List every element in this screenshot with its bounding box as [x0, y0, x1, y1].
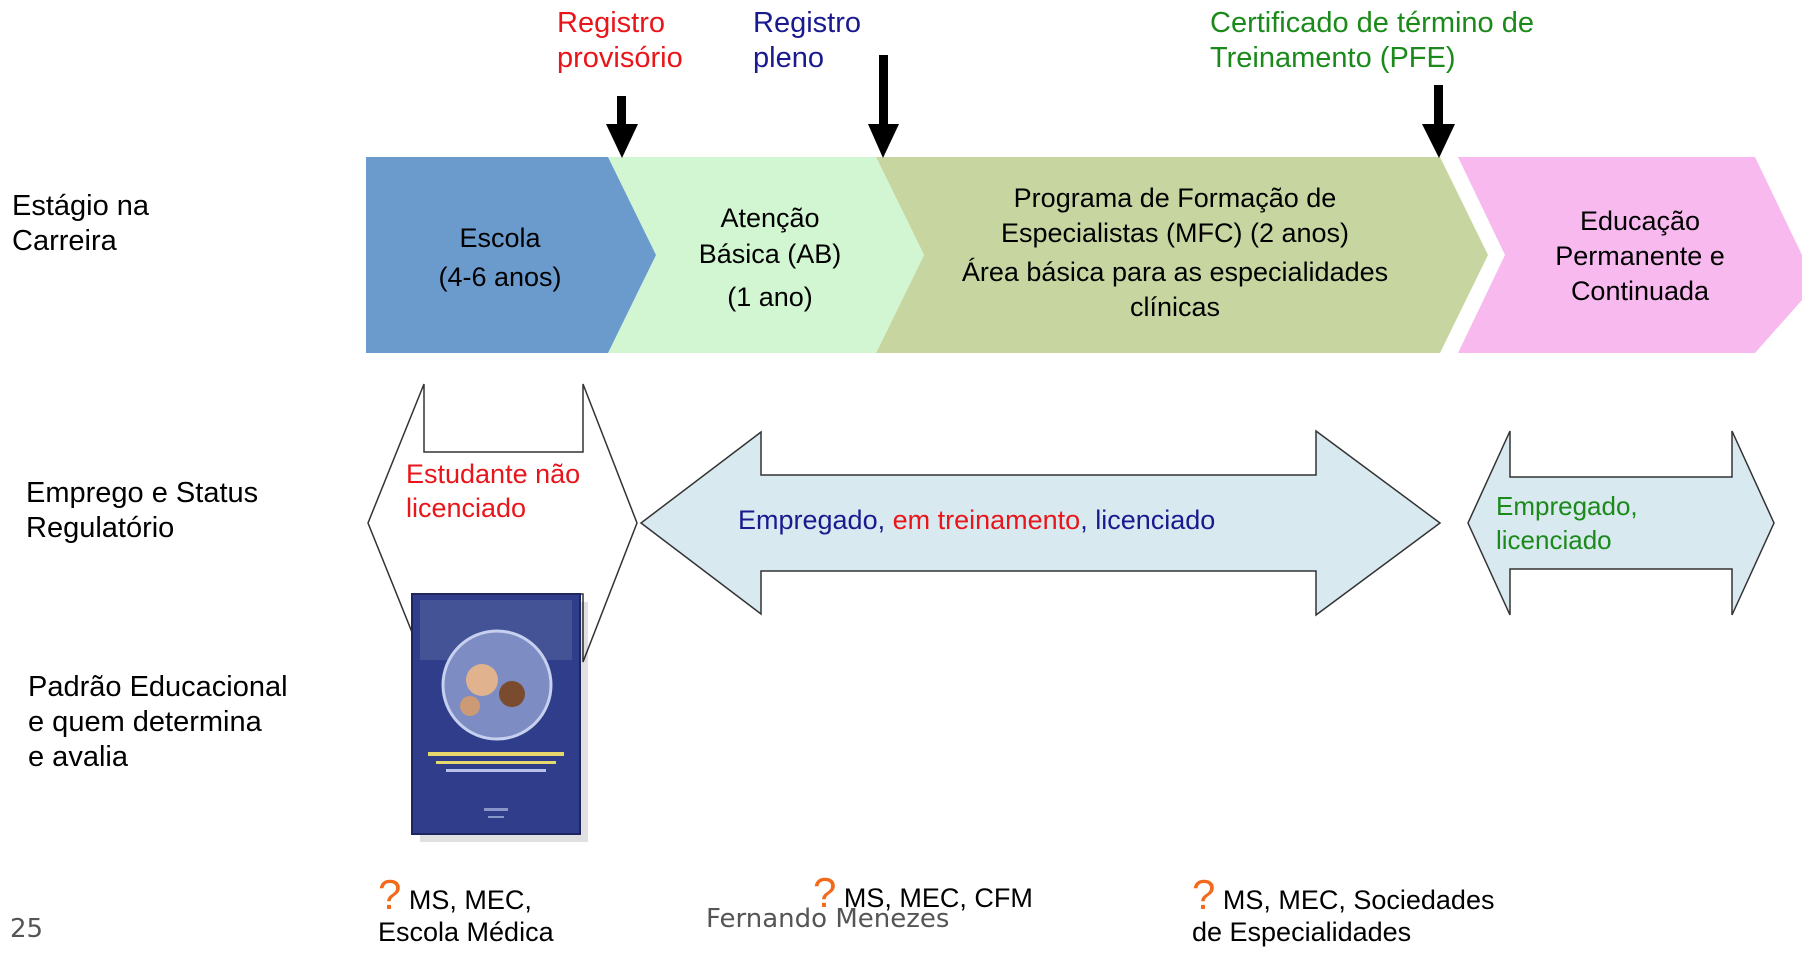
body-sociedades-line-1: MS, MEC, Sociedades — [1215, 885, 1495, 915]
question-mark-icon: ? — [1192, 871, 1216, 918]
status-estudante-label: Estudante não licenciado — [406, 458, 580, 526]
body-escola: ? MS, MEC, Escola Médica — [378, 874, 554, 949]
row-label-emprego-line-1: Emprego e Status — [26, 477, 259, 509]
footer-author: Fernando Menezes — [706, 904, 950, 934]
body-sociedades: ? MS, MEC, Sociedades de Especialidades — [1192, 874, 1494, 949]
question-mark-icon: ? — [813, 869, 837, 916]
status-empregado-licenciado-line-1: Empregado, — [1496, 491, 1638, 521]
stage-educacao-line-1: Educação — [1579, 206, 1701, 236]
body-escola-line-1: MS, MEC, — [401, 885, 532, 915]
stage-educacao-line-3: Continuada — [1570, 276, 1710, 307]
question-mark-icon: ? — [378, 871, 402, 918]
arrow-certificado — [1422, 85, 1455, 158]
row-label-padrao-line-1: Padrão Educacional — [28, 671, 288, 703]
row-label-carreira: Estágio na Carreira — [12, 189, 149, 259]
stage-educacao-line-2: Permanente e — [1555, 241, 1725, 272]
status-arrow-licenciado — [1467, 430, 1775, 616]
row-label-padrao-line-2: e quem determina — [28, 705, 262, 738]
milestone-provisorio-line-1: Registro — [557, 7, 665, 39]
stage-escola-shape — [366, 157, 656, 353]
body-escola-line-2: Escola Médica — [378, 917, 554, 948]
row-label-padrao-line-3: e avalia — [28, 740, 128, 773]
page-number: 25 — [10, 914, 44, 944]
stage-escola-line-1: Escola — [459, 223, 541, 253]
stage-programa-line-3: Área básica para as especialidades — [961, 257, 1389, 288]
status-empregado-word: Empregado, — [738, 505, 886, 535]
status-estudante-line-1: Estudante não — [406, 459, 581, 489]
book-cover-image — [411, 593, 588, 842]
milestone-certificado-line-2: Treinamento (PFE) — [1210, 41, 1456, 74]
status-em-treinamento-word: em treinamento — [885, 505, 1081, 535]
stage-programa-shape — [876, 157, 1488, 353]
milestone-certificado-label: Certificado de término de Treinamento (P… — [1210, 6, 1534, 76]
status-comma: , — [1080, 505, 1088, 535]
status-arrow-estudante — [367, 383, 638, 663]
stage-escola-label: Escola (4-6 anos) — [400, 219, 600, 297]
arrow-provisorio — [606, 96, 638, 158]
stage-programa-label: Programa de Formação de Especialistas (M… — [920, 181, 1430, 325]
stage-programa-line-1: Programa de Formação de — [1013, 183, 1337, 213]
milestone-provisorio-line-2: provisório — [557, 41, 683, 74]
stage-educacao-shape — [1458, 157, 1802, 353]
stage-atencao-label: Atenção Básica (AB) (1 ano) — [660, 200, 880, 315]
row-label-padrao: Padrão Educacional e quem determina e av… — [28, 670, 288, 774]
status-arrow-empregado — [639, 429, 1442, 617]
milestone-provisorio-label: Registro provisório — [557, 6, 683, 76]
milestone-pleno-line-1: Registro — [753, 7, 861, 39]
row-label-emprego-line-2: Regulatório — [26, 511, 175, 544]
stage-escola-line-2: (4-6 anos) — [438, 262, 562, 293]
row-label-carreira-line-2: Carreira — [12, 224, 117, 257]
stage-atencao-line-2: Básica (AB) — [698, 239, 842, 270]
status-estudante-line-2: licenciado — [406, 492, 527, 523]
row-label-emprego: Emprego e Status Regulatório — [26, 476, 258, 546]
stage-atencao-line-1: Atenção — [720, 203, 820, 233]
milestone-pleno-line-2: pleno — [753, 41, 824, 74]
status-empregado-label: Empregado, em treinamento, licenciado — [738, 504, 1215, 536]
status-empregado-licenciado-line-2: licenciado — [1496, 524, 1612, 555]
stage-atencao-line-3: (1 ano) — [727, 281, 813, 312]
status-licenciado-word: licenciado — [1087, 505, 1216, 535]
body-sociedades-line-2: de Especialidades — [1192, 917, 1412, 948]
stage-programa-line-2: Especialistas (MFC) (2 anos) — [1000, 218, 1350, 249]
body-cfm: ? MS, MEC, CFM — [813, 872, 1033, 914]
milestone-certificado-line-1: Certificado de término de — [1210, 7, 1534, 39]
arrow-pleno — [868, 55, 899, 158]
milestone-pleno-label: Registro pleno — [753, 6, 861, 76]
stage-programa-line-4: clínicas — [1129, 292, 1221, 323]
stage-educacao-label: Educação Permanente e Continuada — [1520, 204, 1760, 309]
body-cfm-line-1: MS, MEC, CFM — [836, 883, 1033, 913]
status-empregado-licenciado-label: Empregado, licenciado — [1496, 490, 1638, 558]
stage-atencao-shape — [608, 157, 924, 353]
row-label-carreira-line-1: Estágio na — [12, 190, 150, 222]
